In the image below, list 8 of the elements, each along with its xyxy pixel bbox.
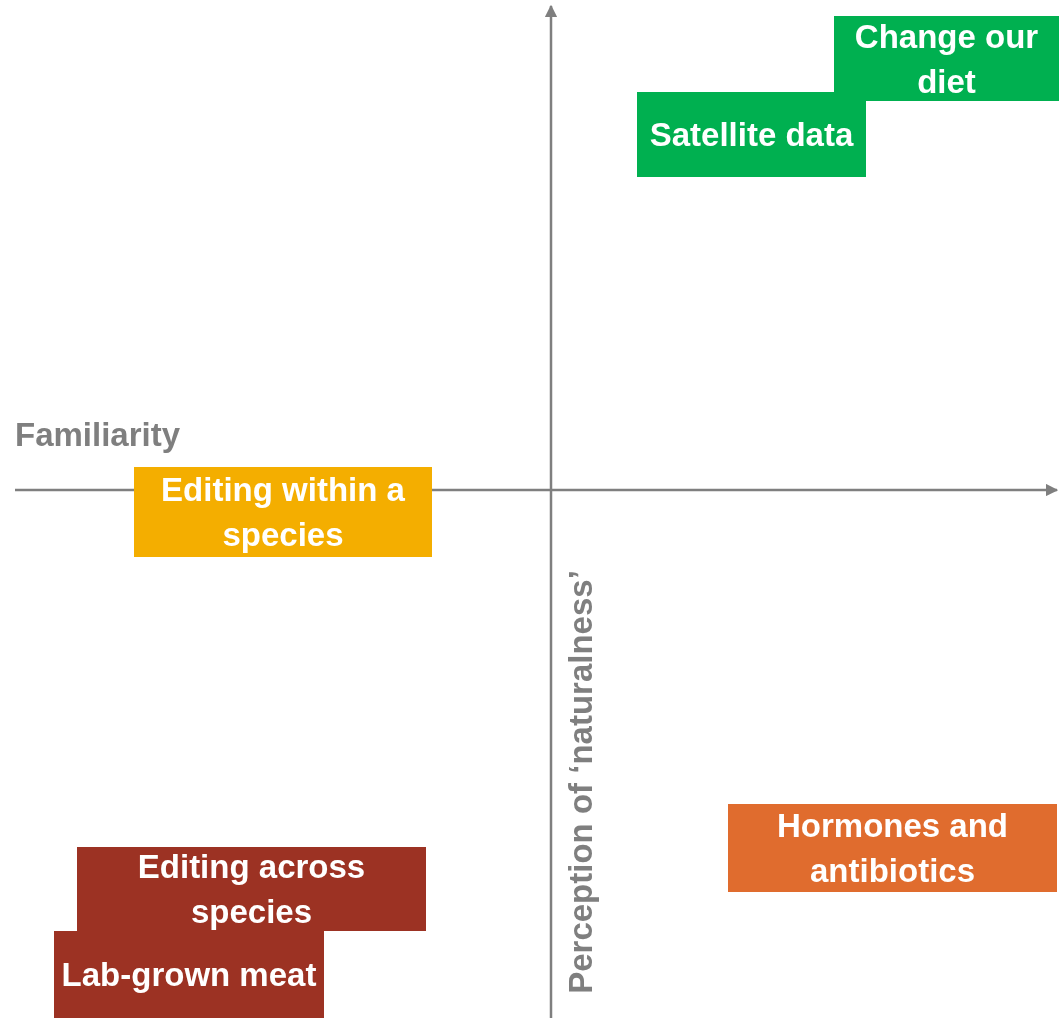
axis-label: Perception of ‘naturalness’: [562, 570, 600, 994]
category-box: Hormones and antibiotics: [728, 804, 1057, 892]
category-box: Change our diet: [834, 16, 1059, 101]
axis-label: Familiarity: [15, 416, 181, 454]
category-box: Satellite data: [637, 92, 866, 177]
category-box: Lab-grown meat: [54, 931, 324, 1018]
category-box: Editing across species: [77, 847, 426, 931]
category-box: Editing within a species: [134, 467, 432, 557]
